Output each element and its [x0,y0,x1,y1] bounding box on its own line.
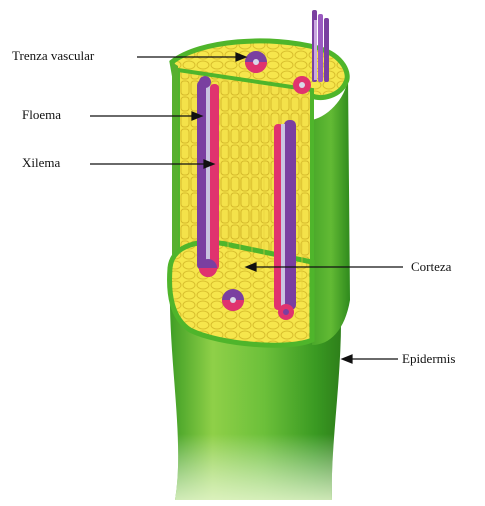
epidermis-left-strip [172,62,178,258]
label-cortex: Corteza [411,259,451,275]
vascular-bundle-top [245,51,267,73]
label-xylem: Xilema [22,155,60,171]
label-epidermis: Epidermis [402,351,455,367]
vascular-strand-left-xylem [210,84,219,270]
vascular-bundle-top-left [199,76,211,88]
vascular-bundle-lower-mid [222,289,244,311]
vascular-strand-right-phloem [284,120,296,310]
vascular-bundle-top-right [293,76,311,94]
vascular-bundle-lower-right [278,304,294,320]
label-vascular-bundle: Trenza vascular [12,48,94,64]
vascular-bundle-lower-left [199,259,217,277]
label-phloem: Floema [22,107,61,123]
epidermis-right-wall [312,75,350,345]
protruding-strands [312,10,329,82]
vascular-strand-right-center [281,124,285,310]
vascular-strand-left-center [206,84,210,270]
